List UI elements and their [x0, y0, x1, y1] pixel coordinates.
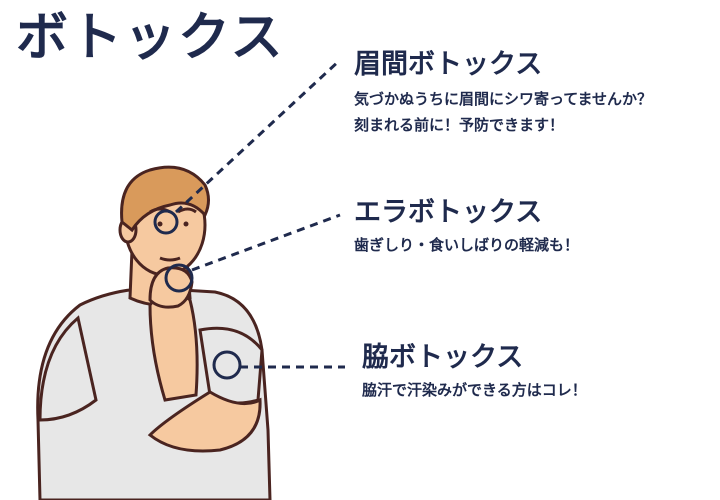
- armpit-section: 脇ボトックス 脇汗で汗染みができる方はコレ！: [362, 343, 587, 403]
- jaw-section: エラボトックス 歯ぎしり・食いしばりの軽減も！: [354, 198, 579, 258]
- left-sleeve: [38, 315, 98, 422]
- page-title: ボトックス: [16, 7, 285, 68]
- desc-line: 刻まれる前に！予防できます！: [354, 115, 565, 134]
- armpit-marker: [212, 350, 242, 380]
- hair: [120, 165, 210, 233]
- desc-line: 歯ぎしり・食いしばりの軽減も！: [354, 235, 580, 254]
- jaw-title: エラボトックス: [354, 197, 543, 228]
- eye: [157, 221, 163, 227]
- glabella-marker: [153, 209, 179, 235]
- eye: [183, 221, 189, 227]
- forearm: [147, 390, 262, 453]
- jaw-connector: [191, 213, 341, 272]
- armpit-title: 脇ボトックス: [362, 342, 524, 373]
- jaw-marker: [164, 263, 194, 293]
- glabella-connector: [174, 58, 342, 214]
- eyebrow: [177, 207, 197, 214]
- jaw-description: 歯ぎしり・食いしばりの軽減も！: [354, 232, 579, 258]
- glabella-title: 眉間ボトックス: [354, 49, 543, 80]
- armpit-description: 脇汗で汗染みができる方はコレ！: [362, 377, 587, 403]
- desc-line: 脇汗で汗染みができる方はコレ！: [362, 380, 587, 399]
- desc-line: 気づかぬうちに眉間にシワ寄ってませんか？: [354, 89, 653, 108]
- mouth: [159, 256, 181, 262]
- glabella-section: 眉間ボトックス 気づかぬうちに眉間にシワ寄ってませんか？ 刻まれる前に！予防でき…: [354, 50, 652, 138]
- glabella-description: 気づかぬうちに眉間にシワ寄ってませんか？ 刻まれる前に！予防できます！: [354, 86, 652, 139]
